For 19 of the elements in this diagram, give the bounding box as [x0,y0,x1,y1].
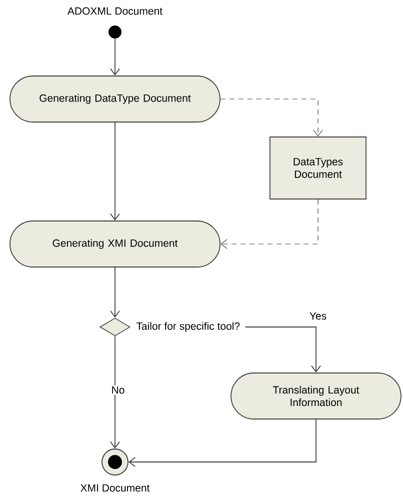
arrow [244,326,321,373]
node-caption: Tailor for specific tool? [136,322,240,332]
object-box: DataTypes Document [270,136,366,200]
node-caption: XMI Document [80,484,150,492]
action-box: Translating Layout Information [230,372,402,420]
action-box: Generating DataType Document [10,76,220,122]
arrow [128,419,316,467]
arrow [220,199,318,249]
arrow [110,336,120,449]
action-box: Generating XMI Document [10,220,220,268]
arrow [110,267,120,318]
final-node [102,448,128,476]
edge-label: No [112,386,124,394]
start-node [108,26,122,38]
arrow [220,98,323,137]
edge-label: Yes [310,312,326,320]
node-caption: ADOXML Document [67,7,162,15]
arrow [110,38,120,76]
arrow [110,122,120,221]
